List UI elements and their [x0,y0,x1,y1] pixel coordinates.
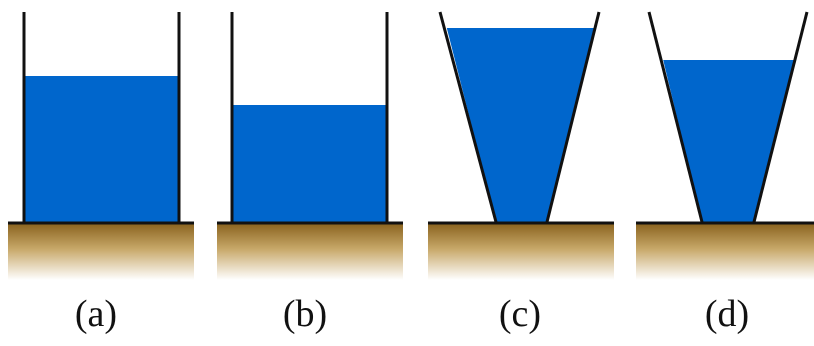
panel-c [428,11,614,280]
panel-label-c: (c) [498,293,542,335]
ground-c [428,224,614,280]
panel-label-d: (d) [704,293,750,335]
water-d [663,60,795,222]
panel-label-b: (b) [282,293,328,335]
water-b [232,105,387,222]
container-wall-left-d [647,11,704,223]
container-wall-right-c [545,11,601,223]
panel-d [636,11,814,280]
container-wall-right-d [752,11,809,223]
panel-label-a: (a) [74,293,118,335]
panel-a [8,12,194,280]
ground-b [217,224,403,280]
water-a [24,76,179,222]
panel-b [217,12,403,280]
container-wall-left-c [438,11,498,223]
ground-a [8,224,194,280]
ground-d [636,224,814,280]
